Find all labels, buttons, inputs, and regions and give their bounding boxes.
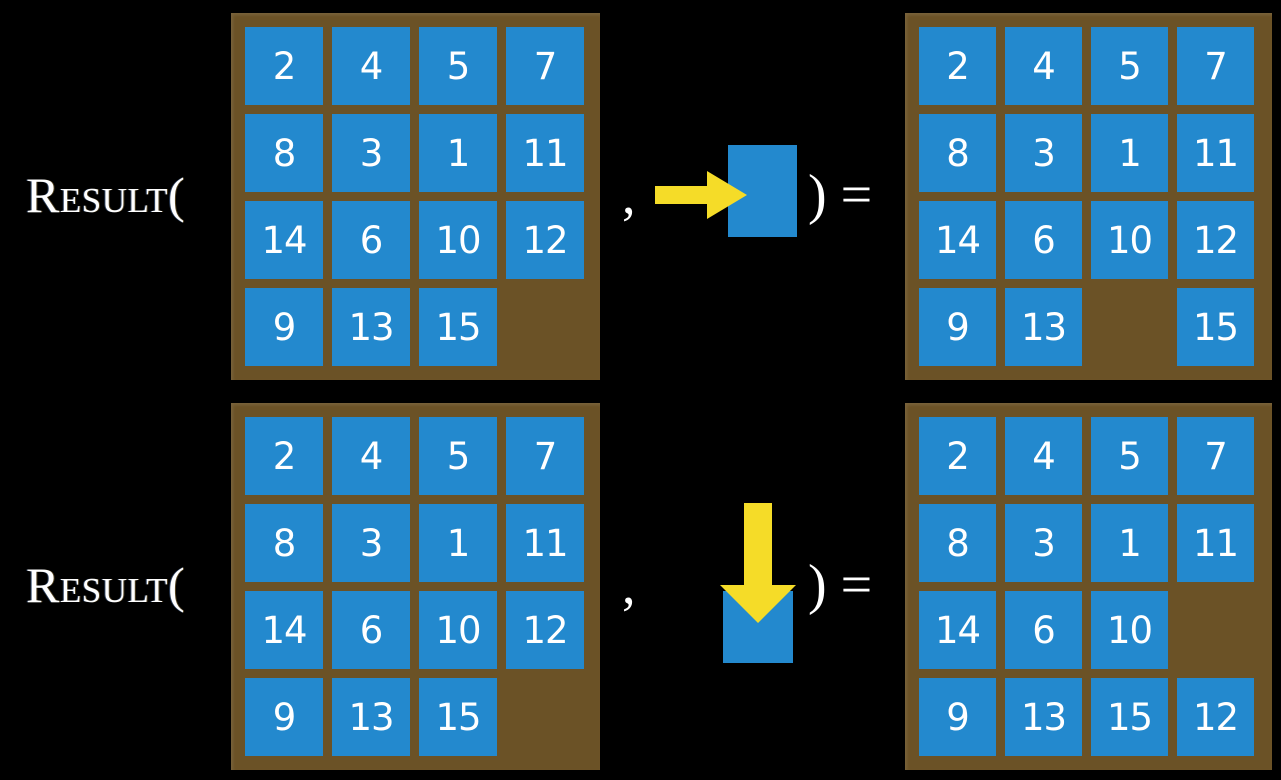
tile[interactable]: 2	[245, 27, 323, 105]
tile[interactable]: 9	[919, 678, 996, 756]
tile[interactable]: 10	[1091, 591, 1168, 669]
tile[interactable]: 10	[419, 201, 497, 279]
operator-region-row-1: , ) =	[600, 0, 905, 390]
tile[interactable]: 11	[1177, 504, 1254, 582]
tile[interactable]: 15	[1177, 288, 1254, 366]
tile[interactable]: 1	[1091, 504, 1168, 582]
output-board-row-1: 2 4 5 7 8 3 1 11 14 6 10 12 9 13 15	[905, 13, 1272, 380]
tile[interactable]: 3	[332, 114, 410, 192]
tile[interactable]: 7	[506, 417, 584, 495]
result-function-label-row-1: Result(	[26, 167, 186, 223]
tile[interactable]: 5	[1091, 417, 1168, 495]
tile[interactable]: 3	[332, 504, 410, 582]
tile[interactable]: 4	[332, 417, 410, 495]
argument-separator: ,	[622, 555, 636, 615]
arrow-right-icon	[655, 171, 747, 219]
tile[interactable]: 1	[1091, 114, 1168, 192]
tile[interactable]: 12	[1177, 201, 1254, 279]
tile[interactable]: 13	[1005, 678, 1082, 756]
tile[interactable]: 8	[245, 504, 323, 582]
tile[interactable]: 9	[919, 288, 996, 366]
move-action-right[interactable]	[655, 145, 800, 245]
tile[interactable]: 10	[1091, 201, 1168, 279]
tile[interactable]: 14	[245, 591, 323, 669]
tile[interactable]: 11	[506, 504, 584, 582]
tile[interactable]: 15	[419, 288, 497, 366]
tile[interactable]: 13	[332, 678, 410, 756]
argument-separator: ,	[622, 165, 636, 225]
tile[interactable]: 2	[919, 417, 996, 495]
closing-paren-equals: ) =	[808, 554, 873, 616]
tile[interactable]: 1	[419, 114, 497, 192]
output-board-row-2: 2 4 5 7 8 3 1 11 14 6 10 9 13 15 12	[905, 403, 1272, 770]
input-board-row-1: 2 4 5 7 8 3 1 11 14 6 10 12 9 13 15	[231, 13, 600, 380]
tile[interactable]: 4	[1005, 27, 1082, 105]
tile[interactable]: 8	[919, 114, 996, 192]
puzzle-grid: 2 4 5 7 8 3 1 11 14 6 10 9 13 15 12	[919, 417, 1258, 756]
tile[interactable]: 5	[419, 27, 497, 105]
tile[interactable]: 5	[1091, 27, 1168, 105]
tile[interactable]: 8	[245, 114, 323, 192]
tile[interactable]: 4	[332, 27, 410, 105]
blank-tile	[506, 678, 584, 756]
closing-paren-equals: ) =	[808, 164, 873, 226]
blank-tile	[1091, 288, 1168, 366]
tile[interactable]: 13	[1005, 288, 1082, 366]
tile[interactable]: 9	[245, 288, 323, 366]
tile[interactable]: 6	[332, 591, 410, 669]
tile[interactable]: 14	[245, 201, 323, 279]
input-board-row-2: 2 4 5 7 8 3 1 11 14 6 10 12 9 13 15	[231, 403, 600, 770]
tile[interactable]: 2	[919, 27, 996, 105]
tile[interactable]: 6	[332, 201, 410, 279]
tile[interactable]: 4	[1005, 417, 1082, 495]
puzzle-grid: 2 4 5 7 8 3 1 11 14 6 10 12 9 13 15	[245, 27, 586, 366]
tile[interactable]: 6	[1005, 591, 1082, 669]
tile[interactable]: 12	[506, 591, 584, 669]
tile[interactable]: 6	[1005, 201, 1082, 279]
tile[interactable]: 1	[419, 504, 497, 582]
operator-region-row-2: , ) =	[600, 390, 905, 780]
blank-tile	[506, 288, 584, 366]
tile[interactable]: 8	[919, 504, 996, 582]
tile[interactable]: 13	[332, 288, 410, 366]
tile[interactable]: 2	[245, 417, 323, 495]
tile[interactable]: 3	[1005, 504, 1082, 582]
tile[interactable]: 5	[419, 417, 497, 495]
equation-row-2: Result( 2 4 5 7 8 3 1 11 14 6 10 12 9 13…	[0, 390, 1281, 780]
tile[interactable]: 3	[1005, 114, 1082, 192]
tile[interactable]: 11	[1177, 114, 1254, 192]
tile[interactable]: 7	[506, 27, 584, 105]
puzzle-grid: 2 4 5 7 8 3 1 11 14 6 10 12 9 13 15	[919, 27, 1258, 366]
tile[interactable]: 15	[419, 678, 497, 756]
tile[interactable]: 12	[1177, 678, 1254, 756]
arrow-down-icon	[720, 503, 796, 623]
tile[interactable]: 9	[245, 678, 323, 756]
tile[interactable]: 10	[419, 591, 497, 669]
tile[interactable]: 7	[1177, 27, 1254, 105]
tile[interactable]: 15	[1091, 678, 1168, 756]
tile[interactable]: 7	[1177, 417, 1254, 495]
equation-row-1: Result( 2 4 5 7 8 3 1 11 14 6 10 12 9 13…	[26, 0, 1272, 390]
tile[interactable]: 11	[506, 114, 584, 192]
blank-tile	[1177, 591, 1254, 669]
puzzle-grid: 2 4 5 7 8 3 1 11 14 6 10 12 9 13 15	[245, 417, 586, 756]
tile[interactable]: 12	[506, 201, 584, 279]
result-function-label-row-2: Result(	[26, 557, 186, 613]
tile[interactable]: 14	[919, 201, 996, 279]
move-action-down[interactable]	[698, 503, 808, 673]
tile[interactable]: 14	[919, 591, 996, 669]
